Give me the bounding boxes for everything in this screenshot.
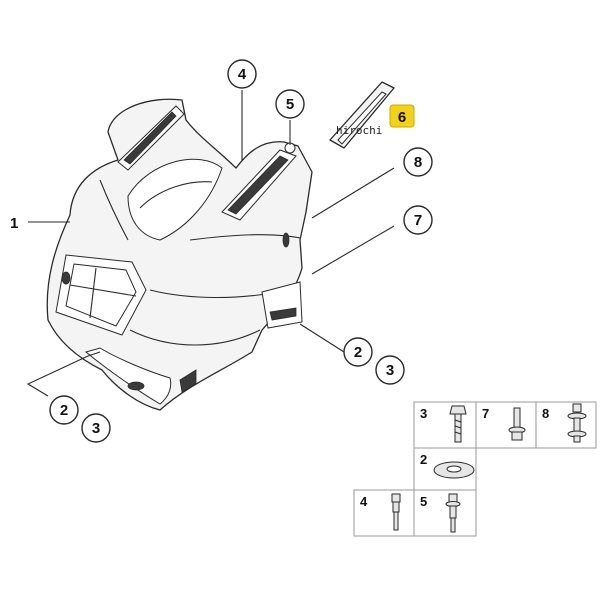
svg-text:5: 5 (420, 494, 427, 509)
callout-6-highlighted[interactable]: 6 (389, 104, 415, 128)
callout-1[interactable]: 1 (10, 215, 18, 232)
callout-2-left[interactable]: 2 (49, 395, 79, 425)
watermark-text: hirochi (336, 124, 382, 137)
strip-part-illustration (329, 81, 395, 149)
callout-7[interactable]: 7 (403, 205, 433, 235)
svg-text:7: 7 (414, 212, 422, 229)
callout-3-left[interactable]: 3 (81, 413, 111, 443)
hardware-cell-8[interactable]: 8 (535, 401, 597, 449)
svg-text:8: 8 (414, 154, 422, 171)
svg-text:4: 4 (238, 66, 247, 83)
svg-text:6: 6 (398, 109, 406, 126)
svg-text:1: 1 (10, 215, 18, 232)
callout-8[interactable]: 8 (403, 147, 433, 177)
hardware-cell-5[interactable]: 5 (413, 489, 477, 537)
fairing-illustration (46, 98, 313, 411)
svg-text:7: 7 (482, 406, 489, 421)
svg-text:2: 2 (60, 402, 68, 419)
hardware-cell-2[interactable]: 2 (413, 447, 477, 491)
svg-text:8: 8 (542, 406, 549, 421)
svg-text:5: 5 (286, 96, 294, 113)
hardware-cell-4[interactable]: 4 (353, 489, 415, 537)
svg-text:3: 3 (420, 406, 427, 421)
callout-5[interactable]: 5 (275, 89, 305, 119)
svg-text:4: 4 (360, 494, 368, 509)
callout-3-right[interactable]: 3 (375, 355, 405, 385)
hardware-cell-3[interactable]: 3 (413, 401, 477, 449)
hardware-cell-7[interactable]: 7 (475, 401, 537, 449)
svg-text:3: 3 (386, 362, 394, 379)
callout-2-right[interactable]: 2 (343, 337, 373, 367)
callout-4[interactable]: 4 (227, 59, 257, 89)
svg-text:2: 2 (354, 344, 362, 361)
svg-text:2: 2 (420, 452, 427, 467)
leader-lines (26, 90, 395, 397)
svg-text:3: 3 (92, 420, 100, 437)
hardware-table: 3 7 8 2 (353, 401, 597, 537)
